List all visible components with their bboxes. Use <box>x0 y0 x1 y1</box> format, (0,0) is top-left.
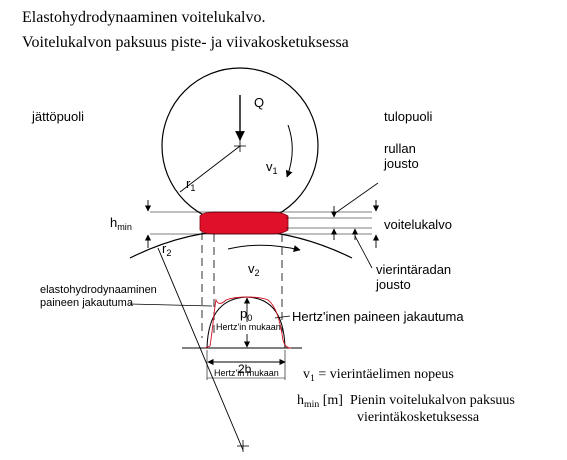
lubricant-film <box>199 211 289 235</box>
velocity-v2-label: v2 <box>248 261 260 278</box>
roller-deformation-leader <box>333 182 379 215</box>
hmin-label: hmin <box>110 215 132 232</box>
raceway-deformation-leader <box>354 235 373 269</box>
film-label: voitelukalvo <box>384 217 452 232</box>
legend-hmin: hmin [m] Pienin voitelukalvon paksuus vi… <box>297 393 515 425</box>
diagram-title: Elastohydrodynaaminen voitelukalvo. <box>22 9 266 26</box>
radius-r2-line <box>157 247 244 451</box>
v1-rotation-arrow <box>285 124 293 178</box>
ehd-pressure-leader <box>129 303 213 307</box>
width-hertz-note: Hertz'in mukaan <box>214 368 279 378</box>
contact-width-label: 2b <box>238 362 252 376</box>
hertz-pressure-leader <box>274 315 291 319</box>
hertz-pressure-label: Hertz'inen paineen jakautuma <box>292 309 464 324</box>
load-label: Q <box>254 95 265 110</box>
radius-r1-label: r1 <box>186 176 196 193</box>
p0-hertz-note: Hertz'in mukaan <box>216 322 281 332</box>
diagram-subtitle: Voitelukalvon paksuus piste- ja viivakos… <box>22 34 349 51</box>
trailing-side-label: jättöpuoli <box>32 109 85 124</box>
radius-r1-line <box>179 145 241 193</box>
radius-r2-label: r2 <box>162 241 172 258</box>
velocity-v1-label: v1 <box>266 159 278 176</box>
p0-label: p0 <box>240 306 253 323</box>
ehd-pressure-curve <box>204 296 292 349</box>
legend-v1: v1 = vierintäelimen nopeus <box>303 367 454 384</box>
v2-rotation-arrow <box>227 244 301 252</box>
leading-side-label: tulopuoli <box>384 109 433 124</box>
